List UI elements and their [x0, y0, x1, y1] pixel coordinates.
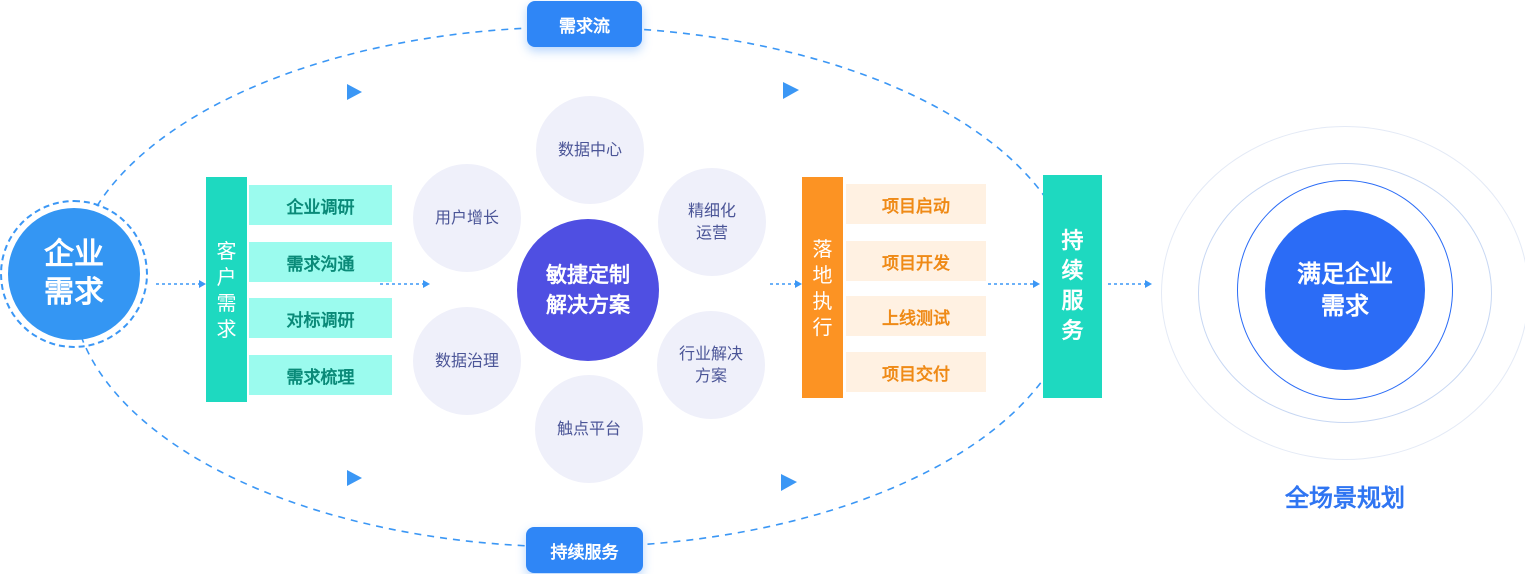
bubble-user-growth: 用户增长	[413, 164, 521, 272]
execution-item-kickoff: 项目启动	[846, 184, 986, 224]
bubble-data-center: 数据中心	[536, 96, 644, 204]
customer-item-sorting: 需求梳理	[249, 355, 392, 395]
customer-item-benchmark: 对标调研	[249, 298, 392, 338]
goal-line1: 满足企业	[1297, 260, 1393, 288]
goal-line2: 需求	[1321, 292, 1369, 320]
bubble-industry-solution: 行业解决 方案	[657, 311, 765, 419]
bubble-fine-operation: 精细化 运营	[658, 168, 766, 276]
customer-item-communication: 需求沟通	[249, 242, 392, 282]
satisfy-enterprise-demand-circle: 满足企业 需求	[1265, 210, 1425, 370]
demand-flow-pill: 需求流	[527, 1, 642, 47]
goal-ring-outer	[1161, 126, 1525, 460]
center-line1: 敏捷定制	[546, 263, 630, 287]
execution-bar: 落 地 执 行	[802, 177, 843, 398]
customer-demand-bar: 客 户 需 求	[206, 177, 247, 402]
enterprise-demand-circle: 企业 需求	[0, 200, 148, 348]
agile-custom-solution-circle: 敏捷定制 解决方案	[517, 219, 659, 361]
arrow-top-left-icon	[347, 84, 362, 100]
execution-item-development: 项目开发	[846, 241, 986, 281]
start-line1: 企业	[44, 237, 104, 272]
bubble-data-governance: 数据治理	[413, 307, 521, 415]
arrow-top-right-icon	[783, 82, 799, 99]
start-line2: 需求	[44, 275, 104, 310]
continuous-service-bar: 持 续 服 务	[1043, 175, 1102, 398]
goal-ring-inner	[1237, 180, 1453, 400]
customer-item-research: 企业调研	[249, 185, 392, 225]
center-line2: 解决方案	[546, 293, 630, 317]
enterprise-demand-core: 企业 需求	[8, 208, 140, 340]
arrow-bottom-right-icon	[781, 474, 797, 491]
execution-item-delivery: 项目交付	[846, 352, 986, 392]
arrow-bottom-left-icon	[347, 470, 362, 486]
full-scenario-planning-title: 全场景规划	[1285, 484, 1405, 512]
goal-ring-middle	[1198, 163, 1492, 423]
continuous-service-pill: 持续服务	[526, 527, 643, 573]
bubble-touchpoint-platform: 触点平台	[535, 375, 643, 483]
execution-item-testing: 上线测试	[846, 296, 986, 336]
